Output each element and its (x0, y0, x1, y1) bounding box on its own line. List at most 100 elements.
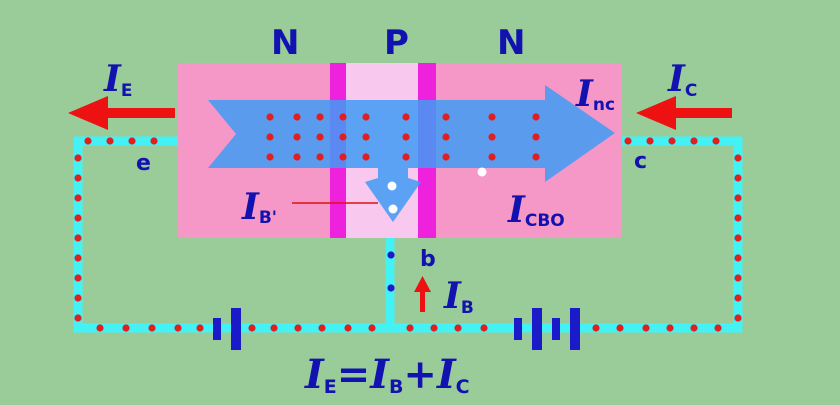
electron-dot (442, 113, 450, 121)
collector-region-label: N (497, 23, 525, 63)
collector-current-arrow (636, 96, 732, 130)
electron-dot (402, 113, 410, 121)
collector-battery (514, 308, 580, 350)
wire-carrier-dot (248, 324, 256, 332)
electron-dot (488, 153, 496, 161)
wire-carrier-dot (74, 234, 82, 242)
inc-label: Inc (575, 73, 615, 115)
hole-dot (477, 167, 487, 177)
icbo-label: ICBO (507, 189, 565, 231)
wire-carrier-dot (624, 137, 632, 145)
electron-dot (362, 113, 370, 121)
electron-dot (532, 133, 540, 141)
hole-dots (387, 167, 487, 214)
wire-carrier-dot (122, 324, 130, 332)
electron-dot (316, 113, 324, 121)
wire-carrier-dot (96, 324, 104, 332)
electron-dot (442, 153, 450, 161)
electron-dot (266, 153, 274, 161)
wire-carrier-dot (734, 234, 742, 242)
electron-dot (266, 133, 274, 141)
emitter-terminal-label: e (136, 151, 151, 176)
electron-dot (532, 113, 540, 121)
collector-terminal-label: c (634, 149, 647, 174)
wire-carrier-dot (74, 214, 82, 222)
wire-carrier-dot (734, 154, 742, 162)
electron-dot (532, 153, 540, 161)
electron-dot (488, 133, 496, 141)
wire-carrier-dot (106, 137, 114, 145)
electron-dot (442, 133, 450, 141)
wire-carrier-dot (150, 137, 158, 145)
wire-carrier-dot (734, 274, 742, 282)
electron-dot (362, 133, 370, 141)
wire-carrier-dot (592, 324, 600, 332)
emitter-current-arrow (68, 96, 175, 130)
electron-dot (362, 153, 370, 161)
electron-dot (339, 133, 347, 141)
wire-carrier-dot (270, 324, 278, 332)
electron-dot (402, 133, 410, 141)
ib-prime-label: IB' (241, 186, 277, 228)
emitter-battery (213, 308, 241, 350)
wire-carriers (74, 137, 742, 332)
wire-carrier-dot (712, 137, 720, 145)
wire-carrier-dot (734, 254, 742, 262)
hole-dot (387, 181, 397, 191)
wire-carrier-dot (74, 154, 82, 162)
ib-label: IB (443, 275, 474, 318)
base-region-label: P (384, 23, 409, 63)
wire-carrier-dot (734, 214, 742, 222)
electron-dot (316, 153, 324, 161)
base-current-arrow (414, 276, 431, 312)
wire-carrier-dot (344, 324, 352, 332)
wire-carrier-dot (74, 314, 82, 322)
wire-carrier-dot (690, 137, 698, 145)
wire-carrier-dot (318, 324, 326, 332)
electron-flow-arrow (208, 85, 615, 222)
wire-carrier-dot (646, 137, 654, 145)
current-equation: IE=IB+IC (304, 351, 470, 398)
electron-dot (488, 113, 496, 121)
electron-dot (293, 113, 301, 121)
hole-dot (388, 204, 398, 214)
wire-carrier-dot (480, 324, 488, 332)
electron-dot (266, 113, 274, 121)
wire-carrier-dot (74, 174, 82, 182)
electron-dot (293, 153, 301, 161)
wire-carrier-dot (174, 324, 182, 332)
electron-dots (266, 113, 540, 161)
base-carrier-dot (387, 284, 395, 292)
wire-carrier-dot (406, 324, 414, 332)
wire-carrier-dot (196, 324, 204, 332)
wire-carrier-dot (714, 324, 722, 332)
base-carrier-dot (387, 251, 395, 259)
electron-dot (316, 133, 324, 141)
wire-carrier-dot (734, 314, 742, 322)
wire-carrier-dot (430, 324, 438, 332)
wire-carrier-dot (668, 137, 676, 145)
wire-carrier-dot (734, 174, 742, 182)
wire-carrier-dot (74, 254, 82, 262)
wire-carrier-dot (666, 324, 674, 332)
wire-carrier-dot (734, 294, 742, 302)
wire-carrier-dot (74, 294, 82, 302)
emitter-region-label: N (271, 23, 299, 63)
ic-label: IC (667, 58, 697, 101)
wire-carrier-dot (690, 324, 698, 332)
wire-carrier-dot (454, 324, 462, 332)
wire-carrier-dot (642, 324, 650, 332)
wire-carrier-dot (294, 324, 302, 332)
wire-carrier-dot (734, 194, 742, 202)
wire-carrier-dot (84, 137, 92, 145)
electron-dot (339, 153, 347, 161)
wire-carrier-dot (128, 137, 136, 145)
electron-dot (402, 153, 410, 161)
wire-carrier-dot (616, 324, 624, 332)
wire-carrier-dot (74, 274, 82, 282)
ie-label: IE (103, 58, 132, 101)
wire-carrier-dot (74, 194, 82, 202)
electron-dot (293, 133, 301, 141)
